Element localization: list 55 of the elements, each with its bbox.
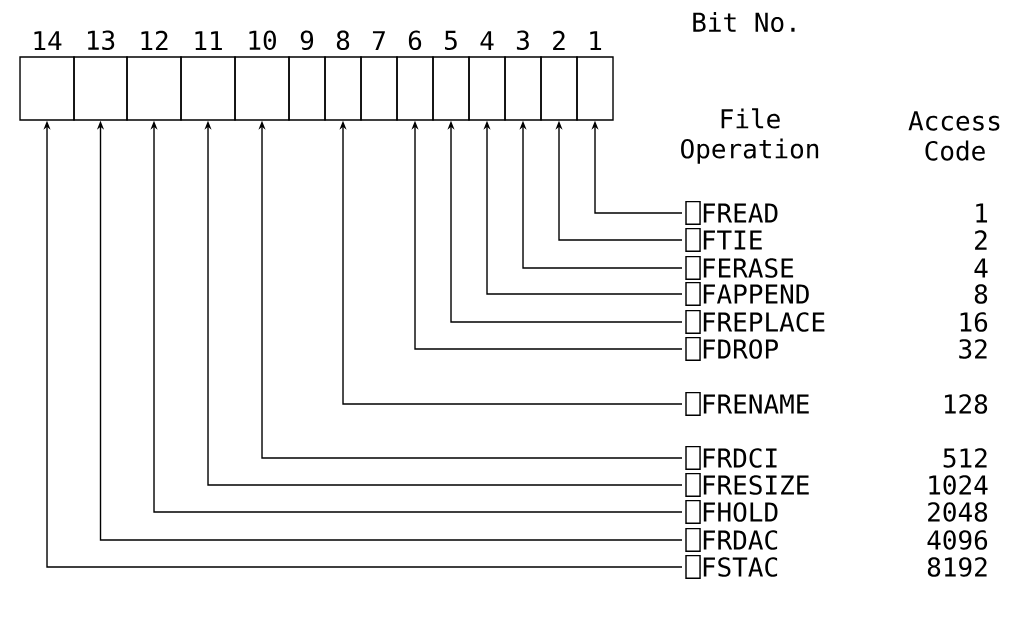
node-label: 14	[34, 31, 62, 51]
column-header: Access Code	[908, 111, 1000, 161]
access-code: 8	[974, 284, 988, 304]
node-label: 8	[336, 30, 350, 51]
node-label: 7	[372, 31, 385, 51]
node-label: 2	[553, 30, 565, 51]
operation-name: ⎕FRDCI	[685, 445, 777, 471]
access-code: 8192	[927, 557, 987, 577]
bit-cell: 9	[288, 30, 326, 121]
access-code: 4	[974, 258, 988, 278]
node-label: 6	[408, 30, 422, 51]
operation-name: ⎕FREPLACE	[685, 309, 825, 335]
bit-cell: 10	[234, 30, 290, 121]
operation-name: ⎕FAPPEND	[685, 281, 809, 307]
node-label: 10	[249, 30, 276, 51]
node-label: 1	[590, 31, 602, 51]
operation-name: ⎕FDROP	[685, 336, 778, 362]
access-code: 512	[943, 448, 987, 468]
operation-name: ⎕FHOLD	[685, 499, 778, 525]
bit-cell: 12	[126, 30, 182, 121]
access-code: 2048	[928, 502, 988, 522]
bit-cell: 7	[360, 31, 398, 121]
bit-cell: 8	[324, 30, 362, 121]
bit-cell: 5	[432, 30, 470, 121]
access-code: 1	[976, 203, 988, 223]
access-code: 1024	[929, 475, 988, 495]
access-code: 16	[960, 312, 988, 332]
node-label: 13	[87, 30, 115, 51]
operation-name: ⎕FRESIZE	[685, 472, 809, 498]
bit-cell: 3	[504, 30, 542, 121]
access-code: 128	[944, 394, 988, 414]
node-label: 3	[516, 30, 529, 51]
operation-name: ⎕FTIE	[685, 227, 762, 253]
access-code: 2	[975, 230, 987, 250]
node-label: 5	[445, 30, 457, 51]
bit-cell: 11	[180, 31, 236, 121]
node-label: 11	[195, 31, 222, 51]
bit-cell: 13	[73, 30, 128, 121]
access-code: 4096	[927, 530, 988, 550]
node-label: 9	[300, 30, 314, 51]
operation-name: ⎕FSTAC	[685, 554, 778, 580]
node-label: 12	[141, 30, 168, 51]
bit-cell: 14	[19, 31, 75, 121]
bit-cell: 1	[576, 31, 614, 121]
bit-cell: 6	[396, 30, 434, 121]
operation-name: ⎕FRDAC	[685, 527, 778, 553]
operation-name: ⎕FRENAME	[685, 391, 809, 417]
node-label: 4	[480, 31, 494, 51]
bit-cell: 4	[468, 31, 506, 121]
operation-name: ⎕FERASE	[685, 255, 794, 281]
bit-cell: 2	[540, 30, 578, 121]
axis-title: Bit No.	[693, 11, 795, 33]
operation-name: ⎕FREAD	[685, 200, 778, 226]
column-header: File Operation	[681, 108, 819, 164]
access-code: 32	[959, 339, 987, 359]
